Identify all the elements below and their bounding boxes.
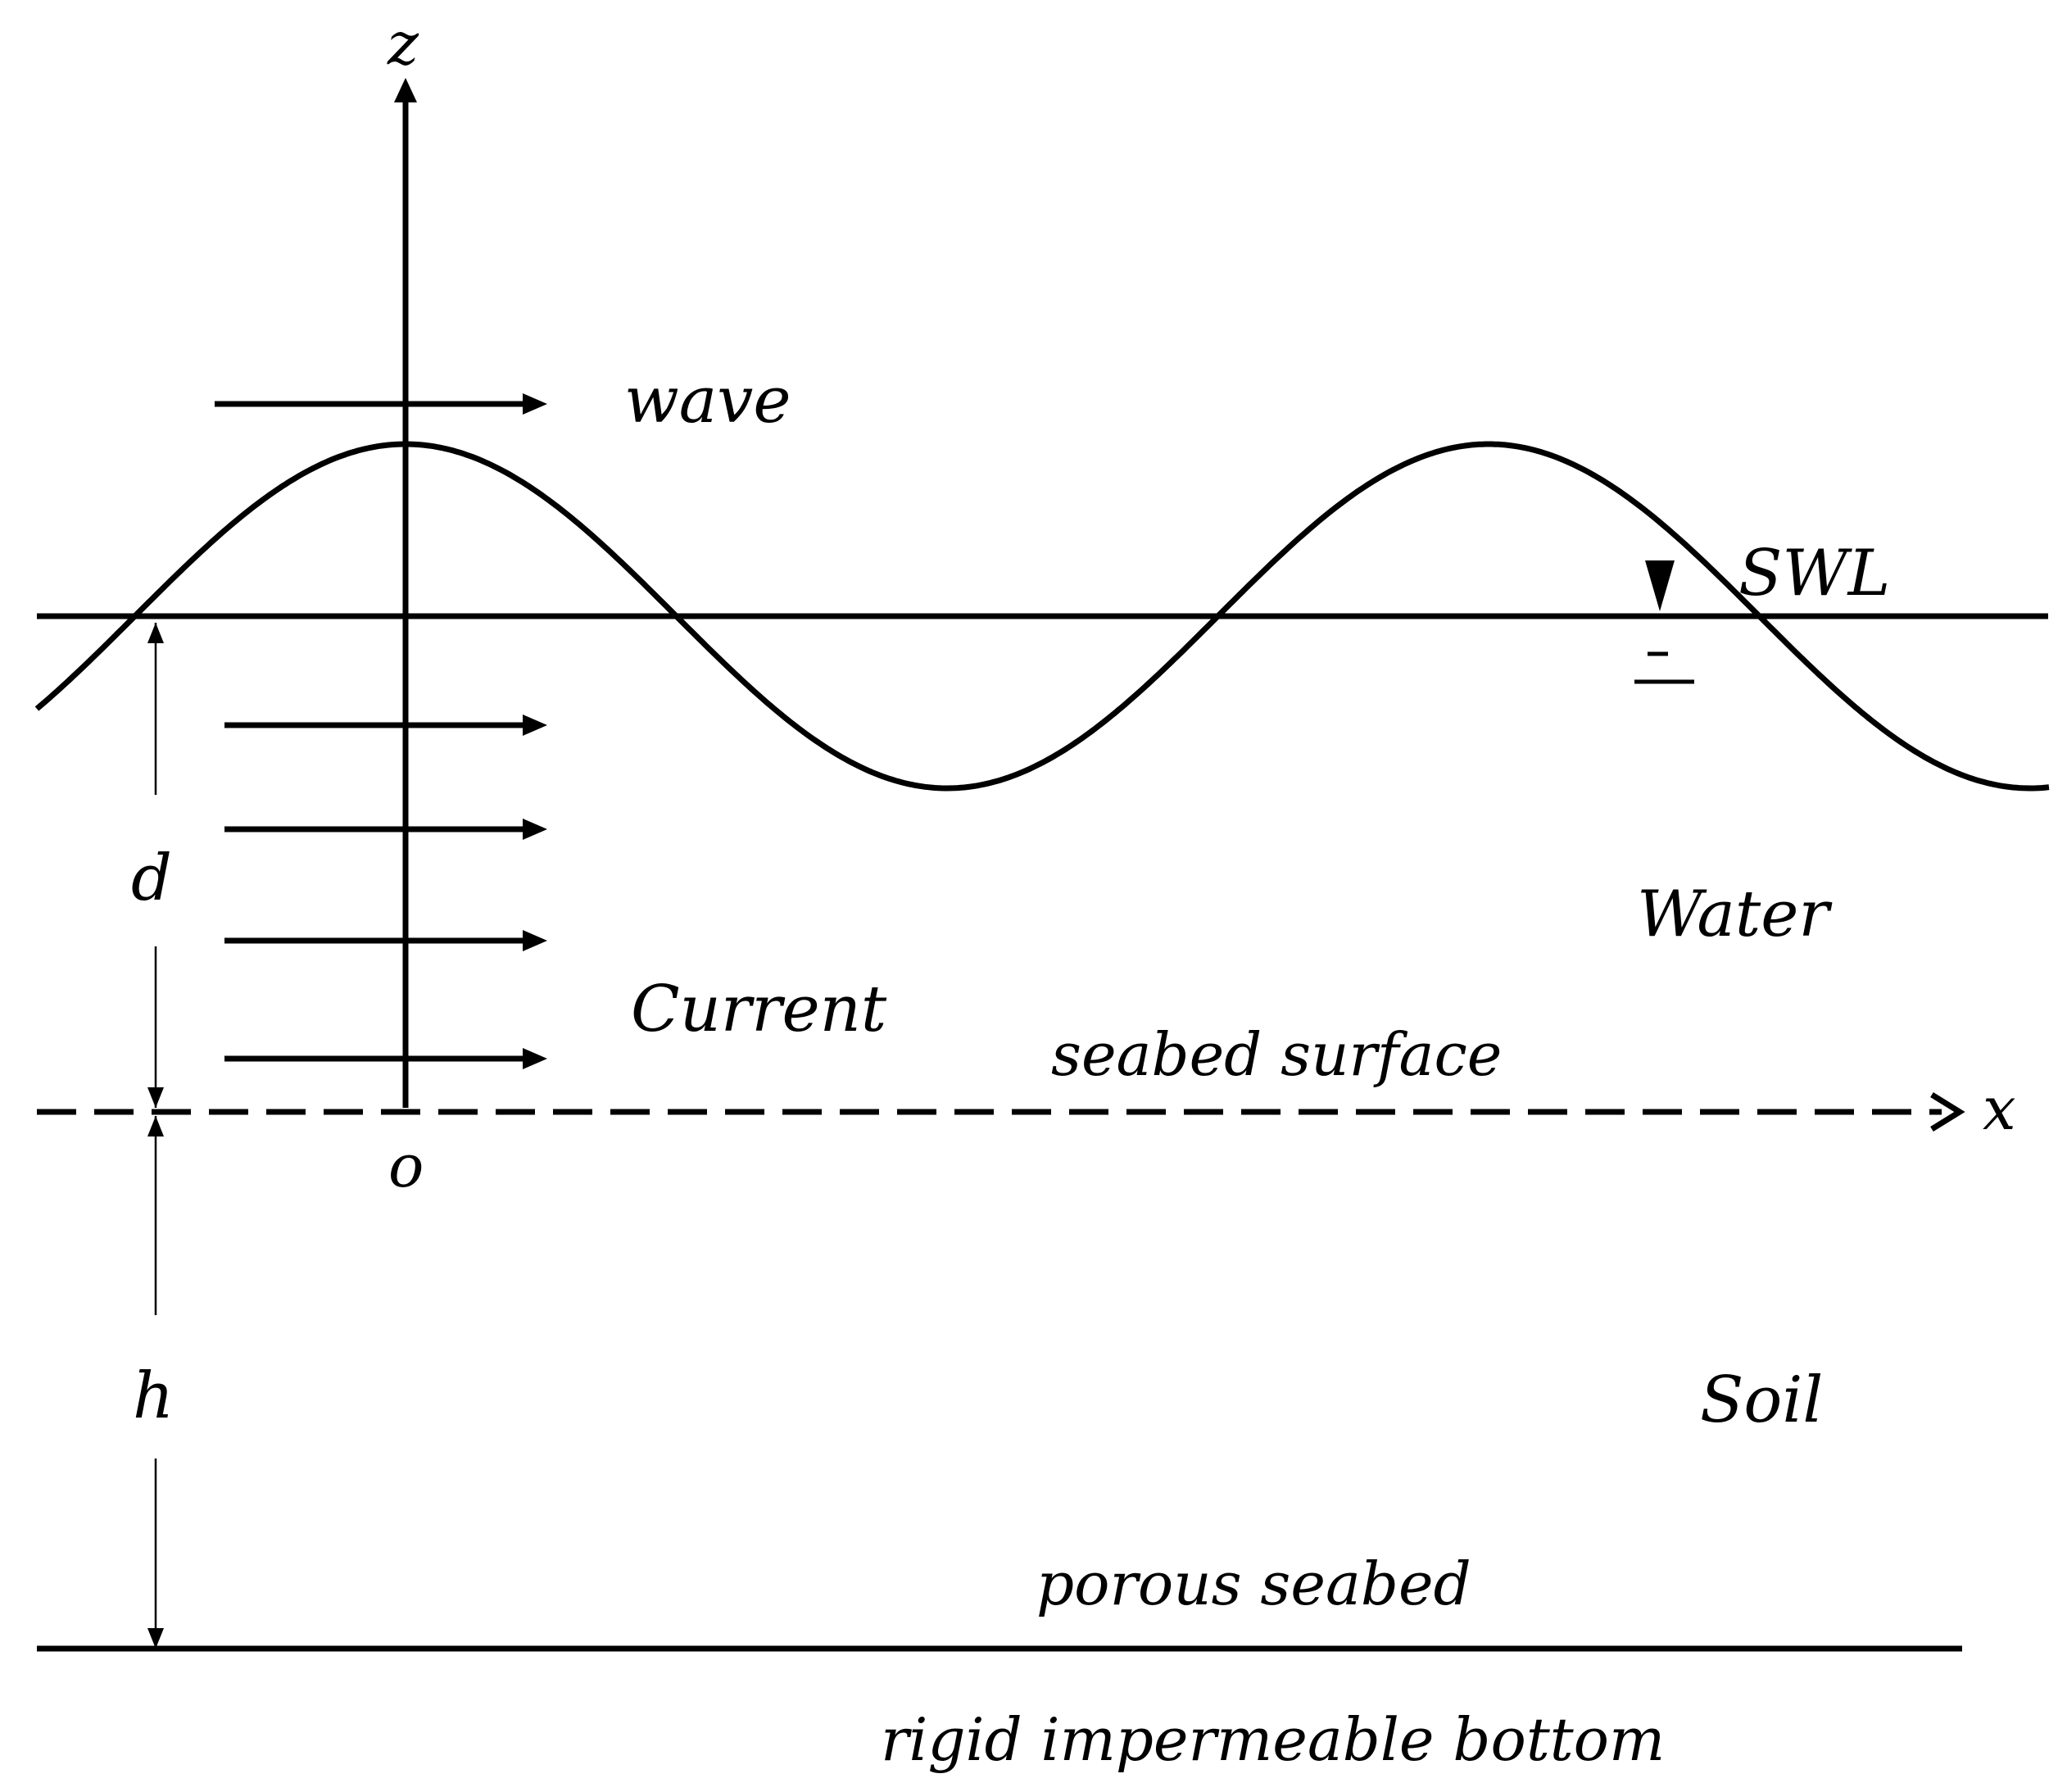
wave-label: wave: [624, 364, 791, 438]
water-depth-label: d: [131, 842, 172, 915]
swl-triangle-icon: [1645, 560, 1675, 611]
z-axis-label: z: [387, 9, 419, 78]
origin-label: o: [388, 1132, 424, 1200]
soil-label: Soil: [1700, 1363, 1823, 1437]
water-label: Water: [1637, 878, 1833, 951]
current-arrowhead-1: [523, 715, 547, 736]
current-arrowhead-4: [523, 1048, 547, 1069]
soil-thickness-label: h: [133, 1359, 174, 1433]
z-axis-arrowhead: [394, 78, 417, 102]
current-arrows: [224, 715, 547, 1069]
wave-arrowhead: [523, 393, 547, 415]
seabed-surface-label: seabed surface: [1051, 1020, 1502, 1089]
x-axis-label: x: [1983, 1074, 2016, 1143]
swl-label: SWL: [1738, 537, 1890, 610]
wave-profile: [34, 441, 2050, 792]
current-arrowhead-3: [523, 930, 547, 951]
x-axis-arrowhead: [1930, 1092, 1965, 1132]
current-arrowhead-2: [523, 819, 547, 840]
current-label: Current: [631, 973, 887, 1046]
rigid-bottom-label: rigid impermeable bottom: [881, 1705, 1665, 1774]
porous-seabed-label: porous seabed: [1036, 1549, 1471, 1618]
